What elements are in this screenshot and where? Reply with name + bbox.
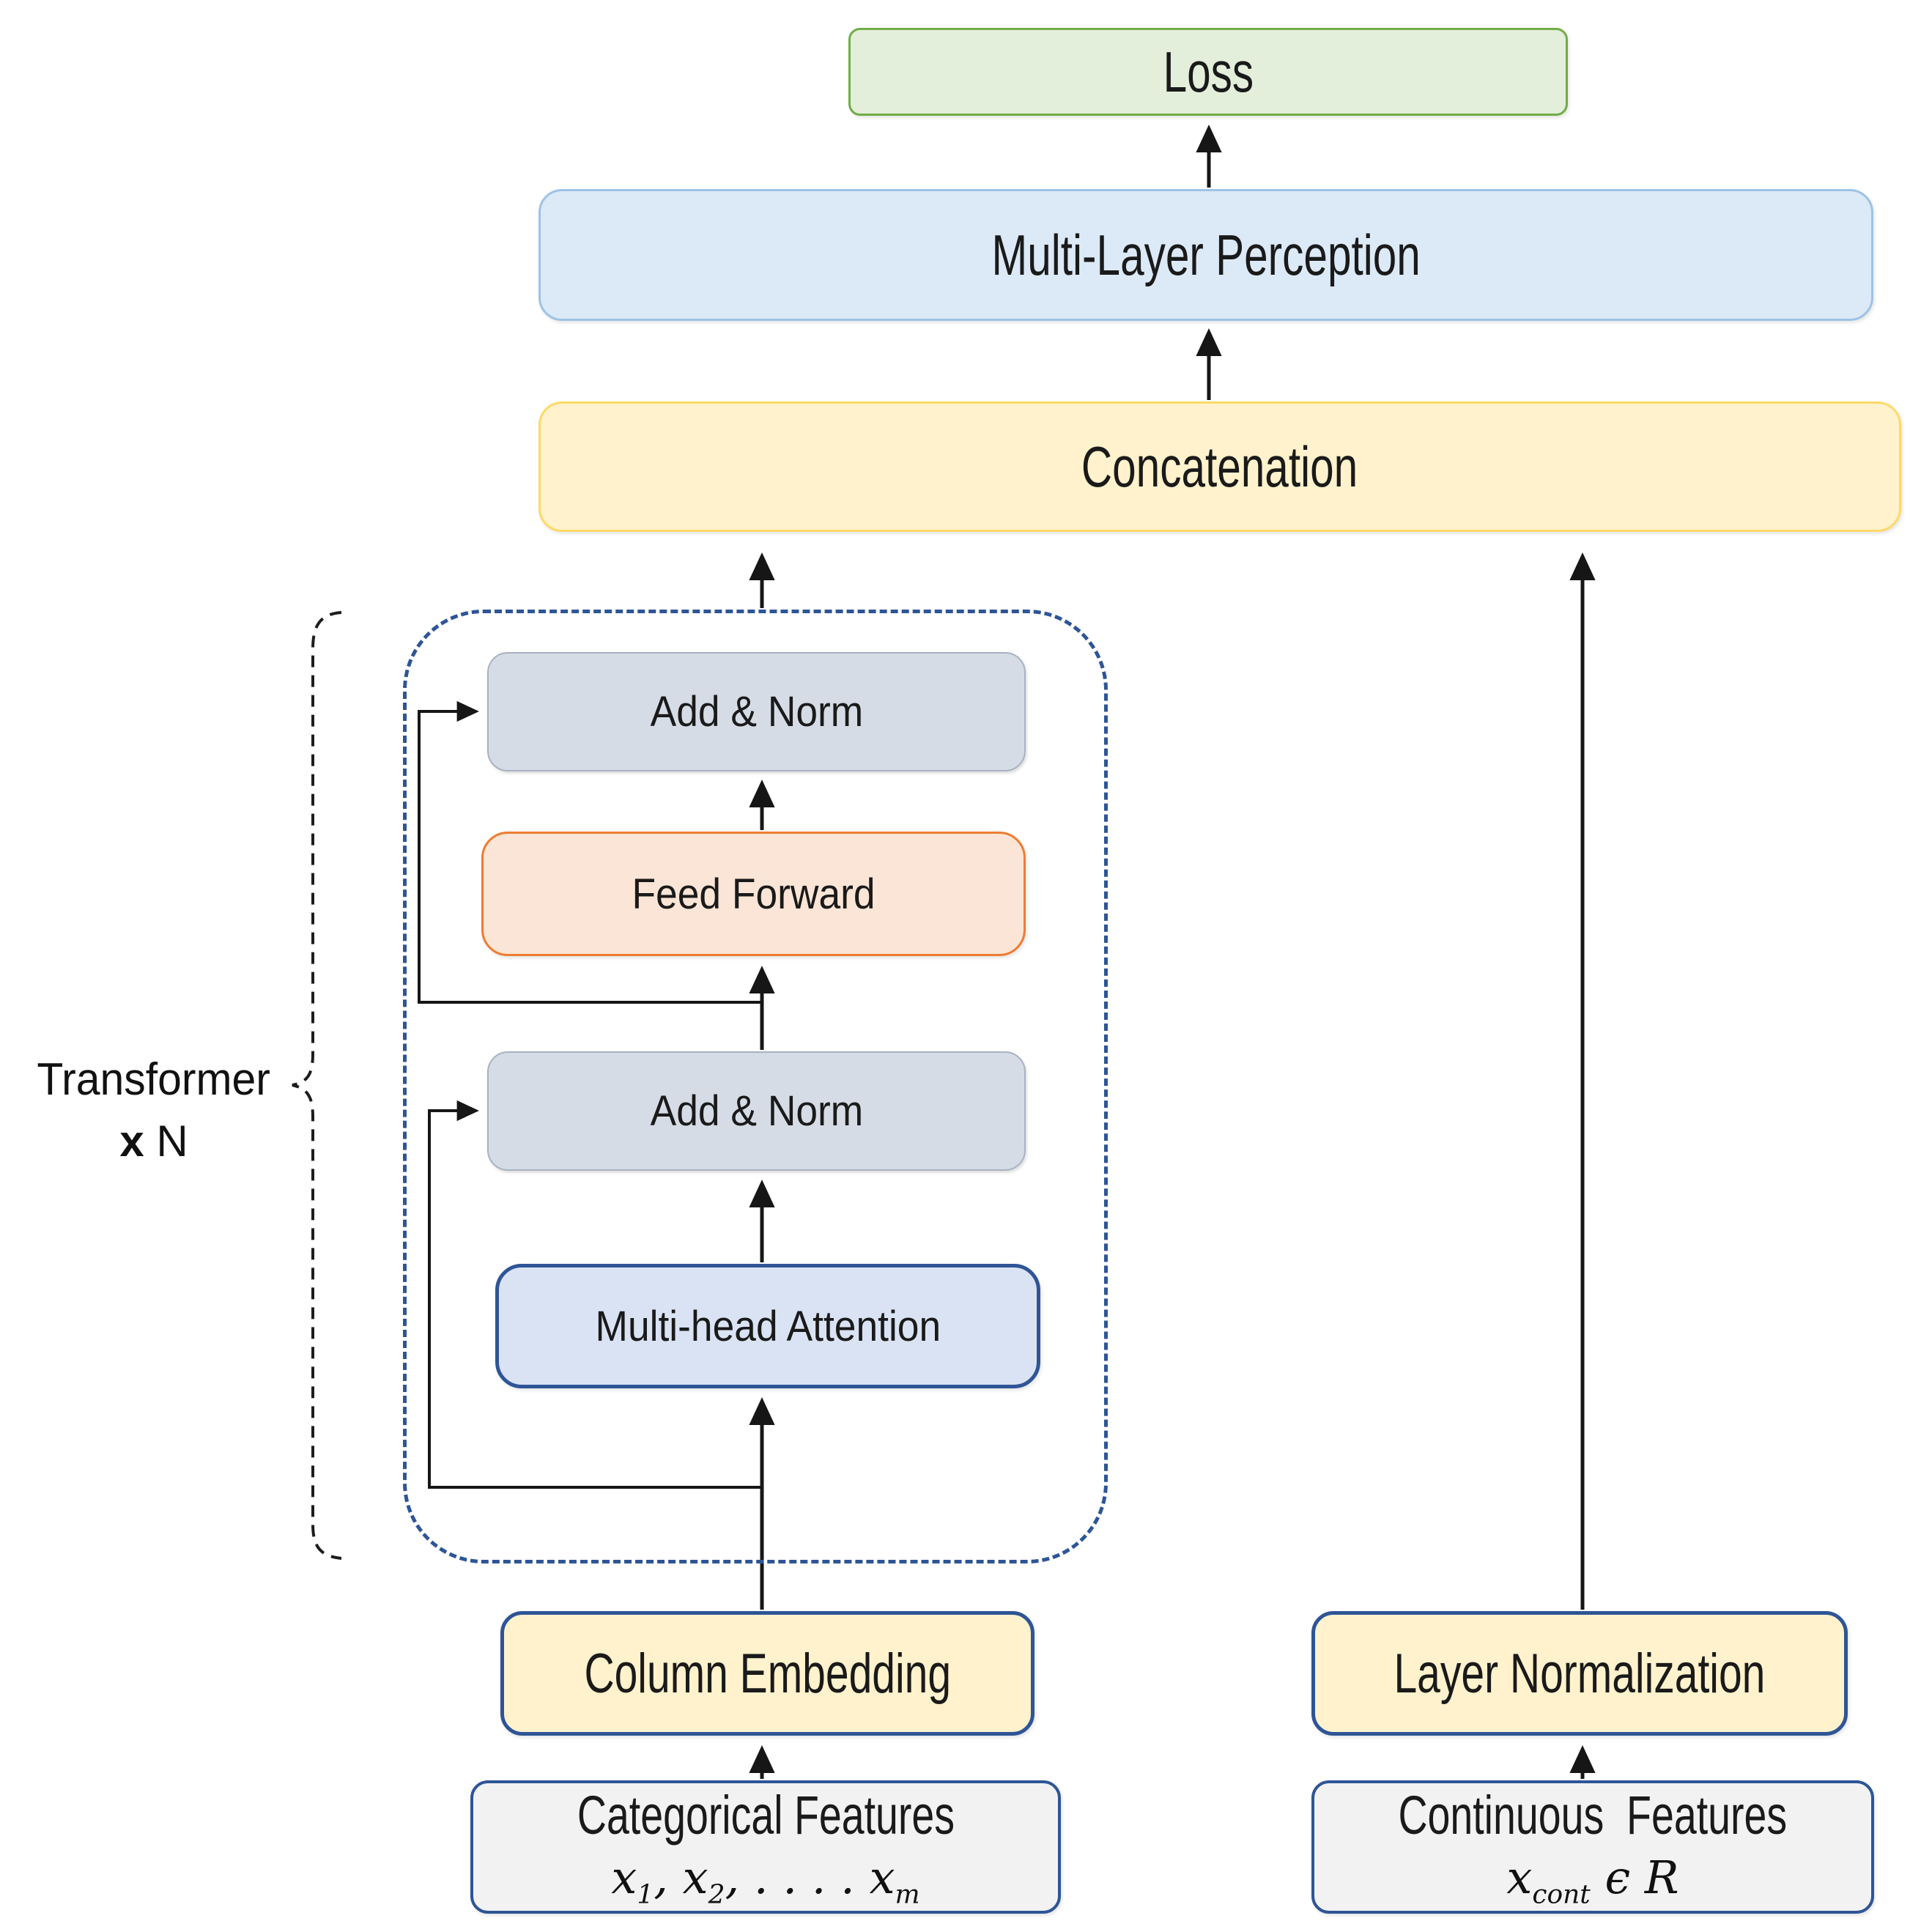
node-add-norm-bottom: Add & Norm — [487, 1051, 1026, 1171]
node-feed-forward-label: Feed Forward — [632, 870, 876, 918]
node-layer-normalization: Layer Normalization — [1311, 1611, 1848, 1736]
node-concatenation-label: Concatenation — [1081, 434, 1358, 499]
node-column-embedding-label: Column Embedding — [584, 1642, 951, 1705]
node-layer-normalization-label: Layer Normalization — [1393, 1642, 1766, 1705]
node-concatenation: Concatenation — [538, 401, 1901, 532]
transformer-repeat-label-line2: x N — [119, 1117, 188, 1166]
node-multi-head-attention: Multi-head Attention — [495, 1264, 1040, 1388]
transformer-repeat-label-line1: Transformer — [37, 1054, 271, 1105]
node-multi-head-attention-label: Multi-head Attention — [595, 1302, 941, 1350]
node-loss-label: Loss — [1163, 39, 1254, 104]
node-feed-forward: Feed Forward — [481, 832, 1026, 956]
node-add-norm-bottom-label: Add & Norm — [650, 1087, 863, 1135]
node-continuous-features-label: Continuous Features — [1398, 1785, 1788, 1846]
node-categorical-features-formula: x1, x2, . . . . xm — [611, 1851, 920, 1910]
transformer-block-outline — [403, 610, 1108, 1563]
node-column-embedding: Column Embedding — [500, 1611, 1034, 1736]
node-continuous-features-formula: xcont ϵ R — [1506, 1851, 1679, 1910]
node-multi-layer-perception-label: Multi-Layer Perception — [991, 222, 1421, 287]
transformer-repeat-label: Transformer x N — [15, 1054, 293, 1166]
node-loss: Loss — [848, 28, 1568, 116]
node-add-norm-top: Add & Norm — [487, 652, 1026, 771]
node-multi-layer-perception: Multi-Layer Perception — [538, 189, 1873, 321]
node-continuous-features: Continuous Features xcont ϵ R — [1311, 1780, 1874, 1914]
transformer-repeat-brace — [292, 611, 342, 1560]
node-categorical-features: Categorical Features x1, x2, . . . . xm — [470, 1780, 1061, 1914]
node-add-norm-top-label: Add & Norm — [650, 688, 863, 736]
node-categorical-features-label: Categorical Features — [577, 1785, 955, 1846]
